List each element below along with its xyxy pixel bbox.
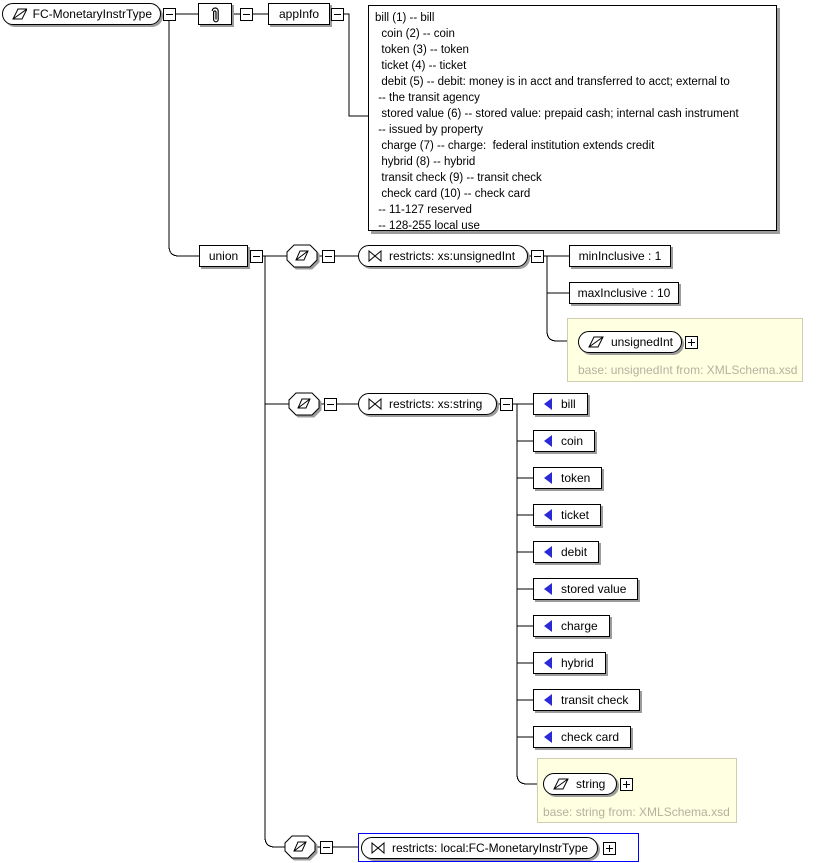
restriction-bowtie-icon: [371, 841, 385, 855]
restriction-node-string[interactable]: restricts: xs:string: [358, 393, 497, 415]
doc-line: debit (5) -- debit: money is in acct and…: [375, 76, 730, 88]
doc-line: -- the transit agency: [375, 92, 480, 104]
enum-label: check card: [561, 730, 620, 744]
restriction-label: restricts: xs:string: [389, 397, 483, 411]
facet-label: minInclusive : 1: [578, 249, 662, 263]
doc-line: bill (1) -- bill: [375, 12, 435, 24]
expand-toggle-icon[interactable]: [603, 842, 616, 855]
expand-toggle-icon[interactable]: [685, 336, 698, 349]
restriction-node-unsignedint[interactable]: restricts: xs:unsignedInt: [358, 245, 528, 267]
simple-type-node[interactable]: [284, 835, 319, 862]
enum-label: hybrid: [561, 656, 594, 670]
enumeration-icon: [544, 472, 552, 484]
collapse-toggle-icon[interactable]: [331, 8, 344, 21]
collapse-toggle-icon[interactable]: [322, 250, 335, 263]
doc-line: charge (7) -- charge: federal institutio…: [375, 140, 655, 152]
union-label: union: [208, 249, 239, 263]
union-node[interactable]: union: [199, 245, 248, 267]
collapse-toggle-icon[interactable]: [163, 8, 176, 21]
collapse-toggle-icon[interactable]: [320, 841, 333, 854]
enum-value-node[interactable]: ticket: [533, 504, 602, 526]
simple-type-node[interactable]: [288, 392, 323, 419]
restriction-node-local[interactable]: restricts: local:FC-MonetaryInstrType: [361, 837, 598, 859]
enum-label: stored value: [561, 582, 627, 596]
enumeration-icon: [544, 620, 552, 632]
simple-type-icon: [295, 250, 309, 261]
enum-label: ticket: [561, 508, 590, 522]
enum-label: coin: [561, 434, 584, 448]
simple-type-icon: [553, 778, 569, 790]
collapse-toggle-icon[interactable]: [250, 250, 263, 263]
restriction-label: restricts: xs:unsignedInt: [389, 249, 516, 263]
base-type-node-string[interactable]: string: [543, 773, 617, 795]
appinfo-label: appInfo: [278, 7, 320, 21]
annotation-node[interactable]: [198, 3, 232, 25]
simple-type-icon: [588, 336, 604, 348]
enum-value-node[interactable]: charge: [533, 615, 610, 637]
simple-type-icon: [12, 8, 27, 20]
doc-line: -- issued by property: [375, 124, 484, 136]
enum-value-node[interactable]: transit check: [533, 689, 641, 711]
restriction-label: restricts: local:FC-MonetaryInstrType: [392, 841, 589, 855]
enum-value-node[interactable]: debit: [533, 541, 600, 563]
doc-line: stored value (6) -- stored value: prepai…: [375, 108, 739, 120]
doc-line: token (3) -- token: [375, 44, 469, 56]
collapse-toggle-icon[interactable]: [240, 8, 253, 21]
base-type-node-unsignedint[interactable]: unsignedInt: [578, 331, 682, 353]
restriction-bowtie-icon: [368, 249, 382, 263]
enum-label: debit: [561, 545, 588, 559]
restriction-bowtie-icon: [368, 397, 382, 411]
root-type-label: FC-MonetaryInstrType: [32, 7, 152, 21]
doc-line: ticket (4) -- ticket: [375, 60, 467, 72]
enum-label: transit check: [561, 693, 629, 707]
enum-value-node[interactable]: coin: [533, 430, 596, 452]
enumeration-icon: [544, 398, 552, 410]
base-type-note: base: string from: XMLSchema.xsd: [543, 805, 730, 819]
enumeration-icon: [544, 583, 552, 595]
collapse-toggle-icon[interactable]: [531, 250, 544, 263]
base-type-note: base: unsignedInt from: XMLSchema.xsd: [578, 363, 798, 377]
simple-type-node[interactable]: [286, 244, 321, 271]
base-type-label: string: [576, 777, 606, 791]
expand-toggle-icon[interactable]: [620, 778, 633, 791]
doc-line: -- 128-255 local use: [375, 220, 480, 232]
simple-type-icon: [297, 398, 311, 409]
doc-line: hybrid (8) -- hybrid: [375, 156, 476, 168]
doc-line: -- 11-127 reserved: [375, 204, 472, 216]
paperclip-icon: [211, 7, 219, 23]
doc-line: transit check (9) -- transit check: [375, 172, 542, 184]
enumeration-icon: [544, 509, 552, 521]
enum-value-node[interactable]: stored value: [533, 578, 639, 600]
enum-label: token: [561, 471, 591, 485]
appinfo-node[interactable]: appInfo: [268, 3, 330, 25]
facet-node-maxinclusive[interactable]: maxInclusive : 10: [569, 282, 679, 304]
enum-label: charge: [561, 619, 598, 633]
root-type-node[interactable]: FC-MonetaryInstrType: [2, 3, 161, 25]
enumeration-icon: [544, 731, 552, 743]
documentation-box: bill (1) -- bill coin (2) -- coin token …: [368, 5, 777, 232]
base-type-label: unsignedInt: [610, 335, 673, 349]
collapse-toggle-icon[interactable]: [500, 398, 513, 411]
collapse-toggle-icon[interactable]: [324, 398, 337, 411]
enum-label: bill: [561, 397, 576, 411]
simple-type-icon: [293, 841, 307, 852]
enumeration-icon: [544, 546, 552, 558]
facet-node-mininclusive[interactable]: minInclusive : 1: [569, 245, 671, 267]
enum-value-node[interactable]: hybrid: [533, 652, 606, 674]
enum-value-node[interactable]: bill: [533, 393, 588, 415]
enum-value-node[interactable]: token: [533, 467, 603, 489]
enumeration-icon: [544, 657, 552, 669]
enumeration-icon: [544, 435, 552, 447]
doc-line: check card (10) -- check card: [375, 188, 531, 200]
enum-value-node[interactable]: check card: [533, 726, 632, 748]
enumeration-icon: [544, 694, 552, 706]
doc-line: coin (2) -- coin: [375, 28, 455, 40]
facet-label: maxInclusive : 10: [577, 286, 671, 300]
